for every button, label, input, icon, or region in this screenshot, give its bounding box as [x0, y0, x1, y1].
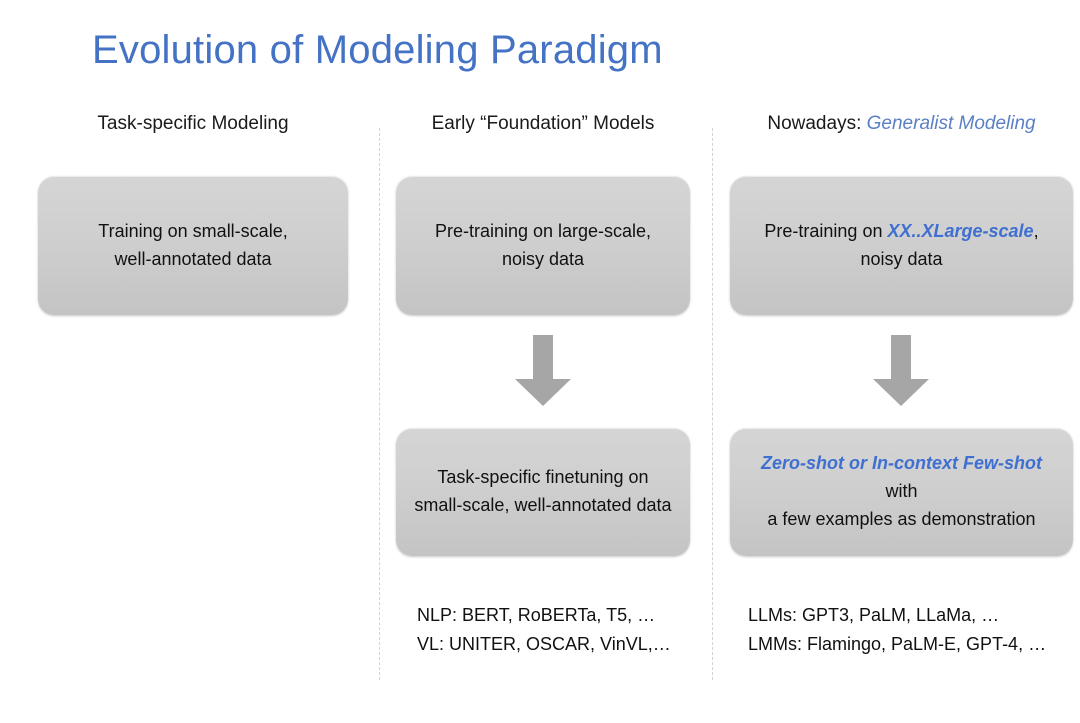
- box-zero-shot-fewshot: Zero-shot or In-context Few-shot with a …: [730, 428, 1073, 556]
- box-line-1: Task-specific finetuning on: [437, 467, 649, 488]
- box-line-2: well-annotated data: [114, 248, 272, 269]
- column-header-accent: Generalist Modeling: [866, 113, 1036, 134]
- slide-title: Evolution of Modeling Paradigm: [92, 28, 663, 72]
- box-text: Task-specific finetuning on small-scale,…: [414, 464, 671, 520]
- box-line-1-accent: Zero-shot or In-context Few-shot: [761, 453, 1042, 474]
- box-line-2: small-scale, well-annotated data: [414, 495, 672, 515]
- examples-list-column-2: NLP: BERT, RoBERTa, T5, … VL: UNITER, OS…: [417, 601, 671, 659]
- down-arrow-icon-column-2: [515, 335, 571, 406]
- column-header-early-foundation: Early “Foundation” Models: [396, 113, 690, 135]
- box-pretraining-xlarge-scale: Pre-training on XX..XLarge-scale, noisy …: [730, 176, 1073, 315]
- box-line-1-prefix: Pre-training on: [764, 220, 888, 241]
- column-header-nowadays: Nowadays: Generalist Modeling: [730, 113, 1073, 135]
- box-text: Pre-training on large-scale, noisy data: [435, 218, 651, 274]
- column-header-text: Early “Foundation” Models: [431, 113, 655, 134]
- column-header-task-specific: Task-specific Modeling: [38, 113, 348, 135]
- example-line: NLP: BERT, RoBERTa, T5, …: [417, 605, 656, 625]
- box-line-2: a few examples as demonstration: [767, 508, 1036, 529]
- example-line: VL: UNITER, OSCAR, VinVL,…: [417, 634, 671, 655]
- column-divider-2: [712, 128, 713, 680]
- box-text: Training on small-scale, well-annotated …: [98, 218, 287, 274]
- column-header-text: Nowadays:: [767, 113, 867, 134]
- example-line: LMMs: Flamingo, PaLM-E, GPT-4, …: [748, 634, 1047, 655]
- box-line-1: Training on small-scale,: [98, 220, 288, 241]
- box-line-1-accent: XX..XLarge-scale: [887, 220, 1034, 241]
- box-line-1: Pre-training on large-scale,: [434, 220, 652, 241]
- down-arrow-icon-column-3: [873, 335, 929, 406]
- box-task-specific-finetuning: Task-specific finetuning on small-scale,…: [396, 428, 690, 556]
- box-text: Pre-training on XX..XLarge-scale, noisy …: [764, 218, 1038, 274]
- column-divider-1: [379, 128, 380, 680]
- box-line-1-suffix: ,: [1033, 220, 1039, 241]
- box-line-2: noisy data: [501, 248, 585, 269]
- box-task-specific-training: Training on small-scale, well-annotated …: [38, 176, 348, 315]
- example-line: LLMs: GPT3, PaLM, LLaMa, …: [748, 605, 1000, 625]
- column-header-text: Task-specific Modeling: [97, 113, 289, 134]
- examples-list-column-3: LLMs: GPT3, PaLM, LLaMa, … LMMs: Flaming…: [748, 601, 1046, 659]
- box-line-1-suffix: with: [885, 481, 918, 502]
- box-text: Zero-shot or In-context Few-shot with a …: [744, 450, 1059, 534]
- box-pretraining-large-scale: Pre-training on large-scale, noisy data: [396, 176, 690, 315]
- box-line-2: noisy data: [860, 248, 943, 269]
